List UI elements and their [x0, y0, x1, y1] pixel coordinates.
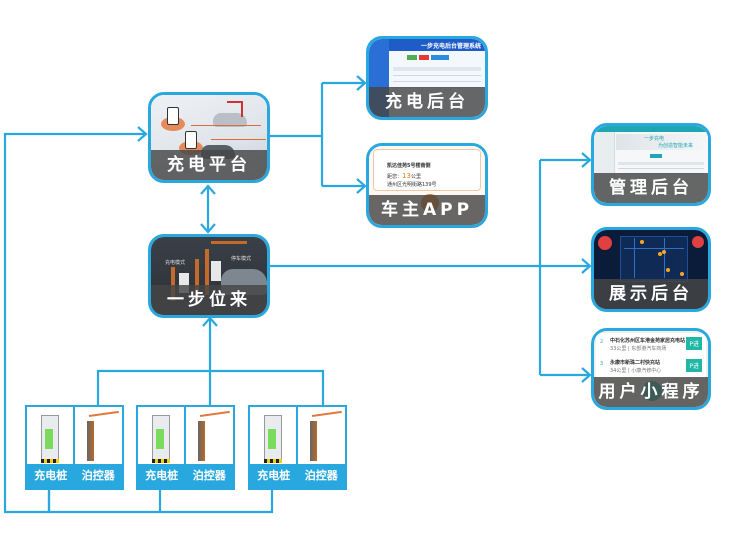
charger-label: 充电桩: [138, 464, 187, 488]
mini-program-card[interactable]: 2 中石化苏州区车港金苑家居充电站 33公里 | 东部港汽车商场 P进 3 永康…: [591, 328, 711, 410]
list-item-name: 永康市新珠二村快充站: [610, 360, 661, 366]
charger-image: [27, 407, 75, 469]
distance-prefix: 距您：: [387, 174, 403, 180]
charging-backend-label: 充电后台: [369, 87, 485, 117]
one-step-card[interactable]: 充电模式 停车模式 一步位来: [148, 234, 270, 318]
list-item-index: 3: [600, 361, 604, 367]
barrier-image: [298, 407, 346, 469]
scene-text-right: 停车模式: [231, 256, 252, 262]
management-backend-card[interactable]: 一步充电 为创造智能未来 管理后台: [591, 123, 711, 206]
barrier-image: [75, 407, 123, 469]
app-station-name: 凯达佳苑5号楼南侧: [387, 163, 431, 169]
app-distance: 距您：13公里: [387, 172, 421, 180]
list-item-sub: 33公里 | 东部港汽车商场: [610, 346, 667, 352]
app-address: 通州区光明街路139号: [387, 182, 437, 188]
charger-label: 充电桩: [250, 464, 299, 488]
charging-backend-card[interactable]: 一步充电后台管理系统 充电后台: [366, 36, 488, 120]
arrow-head-platform: [137, 126, 148, 142]
charger-image: [138, 407, 186, 469]
hardware-unit: 充电桩 泊控器: [248, 405, 347, 490]
charging-platform-label: 充电平台: [151, 150, 267, 180]
distance-value: 13: [402, 172, 411, 180]
banner-line2: 为创造智能未来: [658, 143, 694, 149]
barrier-image: [186, 407, 234, 469]
charger-label: 充电桩: [27, 464, 76, 488]
controller-label: 泊控器: [185, 464, 233, 488]
list-item-name: 中石化苏州区车港金苑家居充电站: [610, 338, 686, 344]
controller-label: 泊控器: [74, 464, 122, 488]
banner-line1: 一步充电: [644, 136, 665, 142]
owner-app-label: 车主APP: [369, 195, 485, 225]
scene-text-left: 充电模式: [165, 260, 186, 266]
charging-platform-card[interactable]: 充电平台: [148, 92, 270, 183]
owner-app-card[interactable]: 凯达佳苑5号楼南侧 距您：13公里 通州区光明街路139号 车主APP: [366, 143, 488, 228]
one-step-label: 一步位来: [151, 285, 267, 315]
display-backend-card[interactable]: 展示后台: [591, 227, 711, 312]
charger-image: [250, 407, 298, 469]
mini-program-label: 用户小程序: [594, 377, 708, 407]
navigate-badge[interactable]: P进: [686, 337, 702, 350]
management-backend-label: 管理后台: [594, 173, 708, 203]
backend-screen-title: 一步充电后台管理系统: [420, 43, 481, 50]
list-item-sub: 34公里 | 小康汽修中心: [610, 368, 662, 374]
display-backend-label: 展示后台: [594, 279, 708, 309]
list-item-index: 2: [600, 339, 604, 345]
controller-label: 泊控器: [297, 464, 345, 488]
arrow-head-onestep: [202, 316, 218, 327]
distance-unit: 公里: [410, 174, 421, 180]
hardware-unit: 充电桩 泊控器: [25, 405, 124, 490]
hardware-unit: 充电桩 泊控器: [136, 405, 235, 490]
navigate-badge[interactable]: P进: [686, 359, 702, 372]
